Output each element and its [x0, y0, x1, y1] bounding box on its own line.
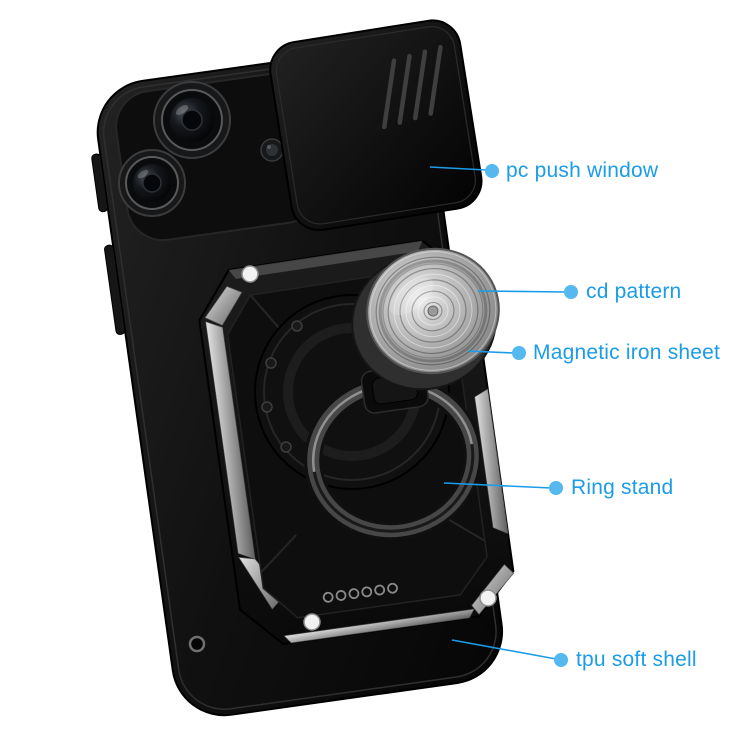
callout-cd-pattern [477, 285, 578, 299]
callout-dot-ring-stand [549, 481, 563, 495]
lens-glint [175, 105, 189, 115]
cd-disc [366, 247, 500, 375]
callout-dot-tpu-soft-shell [554, 653, 568, 667]
callout-ring-stand [443, 481, 563, 495]
callout-tpu-soft-shell [451, 639, 568, 667]
volume-button [91, 153, 109, 213]
label-cd-pattern: cd pattern [586, 280, 682, 303]
plate-top-bevel [228, 240, 423, 280]
callouts [429, 164, 578, 667]
silver-accents [204, 285, 515, 644]
label-ring-stand: Ring stand [571, 476, 674, 499]
camera-lens-bottom [118, 149, 186, 217]
lanyard-hole [188, 635, 206, 653]
callout-dot-cd-pattern [564, 285, 578, 299]
label-pc-push-window: pc push window [506, 159, 659, 182]
label-tpu-soft-shell: tpu soft shell [576, 648, 697, 671]
cd-center [427, 305, 439, 317]
callout-dot-pc-push-window [485, 164, 499, 178]
screw-hole-bottom-left [303, 613, 321, 631]
screw-holes [241, 265, 497, 631]
cover-grip-lines [381, 44, 443, 130]
cd-grooves [369, 251, 497, 371]
label-magnetic-iron-sheet: Magnetic iron sheet [533, 341, 721, 364]
slide-cover [269, 19, 483, 232]
speaker-dots [322, 582, 398, 603]
power-button [104, 244, 126, 335]
cd-highlight [389, 277, 434, 315]
flash-led [260, 138, 284, 162]
camera-lens-top [153, 81, 231, 159]
callout-pc-push-window [429, 164, 499, 178]
screw-hole-bottom-right [479, 589, 497, 607]
callout-magnetic-iron-sheet [467, 346, 526, 360]
callout-dot-magnetic-iron-sheet [512, 346, 526, 360]
screw-hole-top-left [241, 265, 259, 283]
lens-glint [137, 169, 149, 179]
